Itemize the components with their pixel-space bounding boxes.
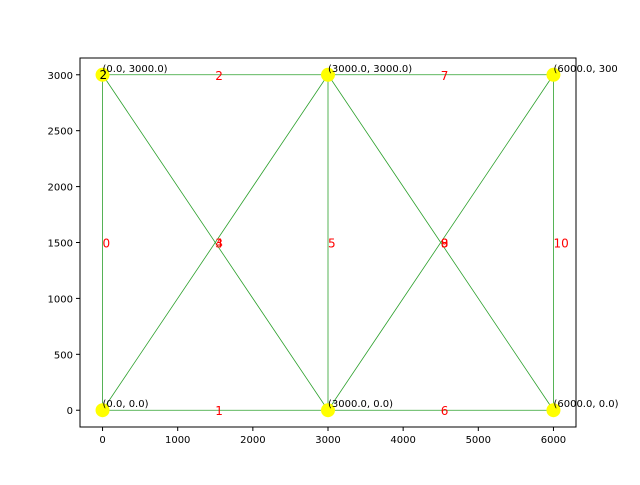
node-point bbox=[546, 403, 561, 418]
truss-member bbox=[102, 74, 329, 411]
node-point bbox=[321, 403, 335, 418]
member-label: 8 bbox=[441, 237, 449, 251]
y-tick-label: 0 bbox=[67, 406, 73, 417]
x-tick-label: 1000 bbox=[165, 435, 190, 446]
member-label: 2 bbox=[215, 69, 223, 83]
nodes-layer bbox=[95, 67, 561, 418]
member-label: 10 bbox=[553, 237, 568, 251]
member-labels-layer: 0 1 2 34 5 6 7 89 10 bbox=[103, 69, 569, 418]
x-tick-label: 6000 bbox=[541, 435, 566, 446]
member-label: 5 bbox=[328, 237, 336, 251]
member-label: 7 bbox=[441, 69, 449, 83]
node-id-label: 2 bbox=[100, 68, 108, 82]
node-point bbox=[95, 403, 110, 418]
members-layer bbox=[102, 74, 554, 411]
y-tick-label: 2000 bbox=[48, 183, 73, 194]
member-label: 1 bbox=[215, 404, 223, 418]
node-coordinate-label: (6000.0, 0.0) bbox=[553, 399, 618, 410]
node-point bbox=[95, 67, 110, 82]
member-label: 3 bbox=[215, 237, 223, 251]
node-coordinate-label: (6000.0, 300 bbox=[553, 64, 617, 75]
member-label: 9 bbox=[441, 237, 449, 251]
x-tick-label: 4000 bbox=[390, 435, 415, 446]
node-coordinate-label: (3000.0, 3000.0) bbox=[328, 64, 412, 75]
node-coordinate-label: (3000.0, 0.0) bbox=[328, 399, 393, 410]
x-tick-label: 5000 bbox=[466, 435, 491, 446]
y-tick-label: 1000 bbox=[48, 294, 73, 305]
y-axis: 0 500 1000 1500 2000 2500 3000 bbox=[48, 71, 80, 417]
y-tick-label: 500 bbox=[54, 350, 73, 361]
x-tick-label: 3000 bbox=[315, 435, 340, 446]
x-tick-label: 2000 bbox=[240, 435, 265, 446]
node-labels-layer: (0.0, 0.0)(0.0, 3000.0)2(3000.0, 0.0)(30… bbox=[100, 64, 619, 410]
member-label: 0 bbox=[103, 237, 111, 251]
member-label: 6 bbox=[441, 404, 449, 418]
y-tick-label: 1500 bbox=[48, 239, 73, 250]
node-coordinate-label: (0.0, 0.0) bbox=[103, 399, 149, 410]
node-point bbox=[321, 67, 335, 82]
y-tick-label: 3000 bbox=[48, 71, 73, 82]
node-coordinate-label: (0.0, 3000.0) bbox=[103, 64, 168, 75]
node-point bbox=[546, 67, 561, 82]
x-tick-label: 0 bbox=[99, 435, 105, 446]
y-tick-label: 2500 bbox=[48, 127, 73, 138]
x-axis: 0 1000 2000 3000 4000 5000 6000 bbox=[99, 427, 566, 446]
truss-member bbox=[327, 74, 554, 411]
member-label: 4 bbox=[215, 237, 223, 251]
